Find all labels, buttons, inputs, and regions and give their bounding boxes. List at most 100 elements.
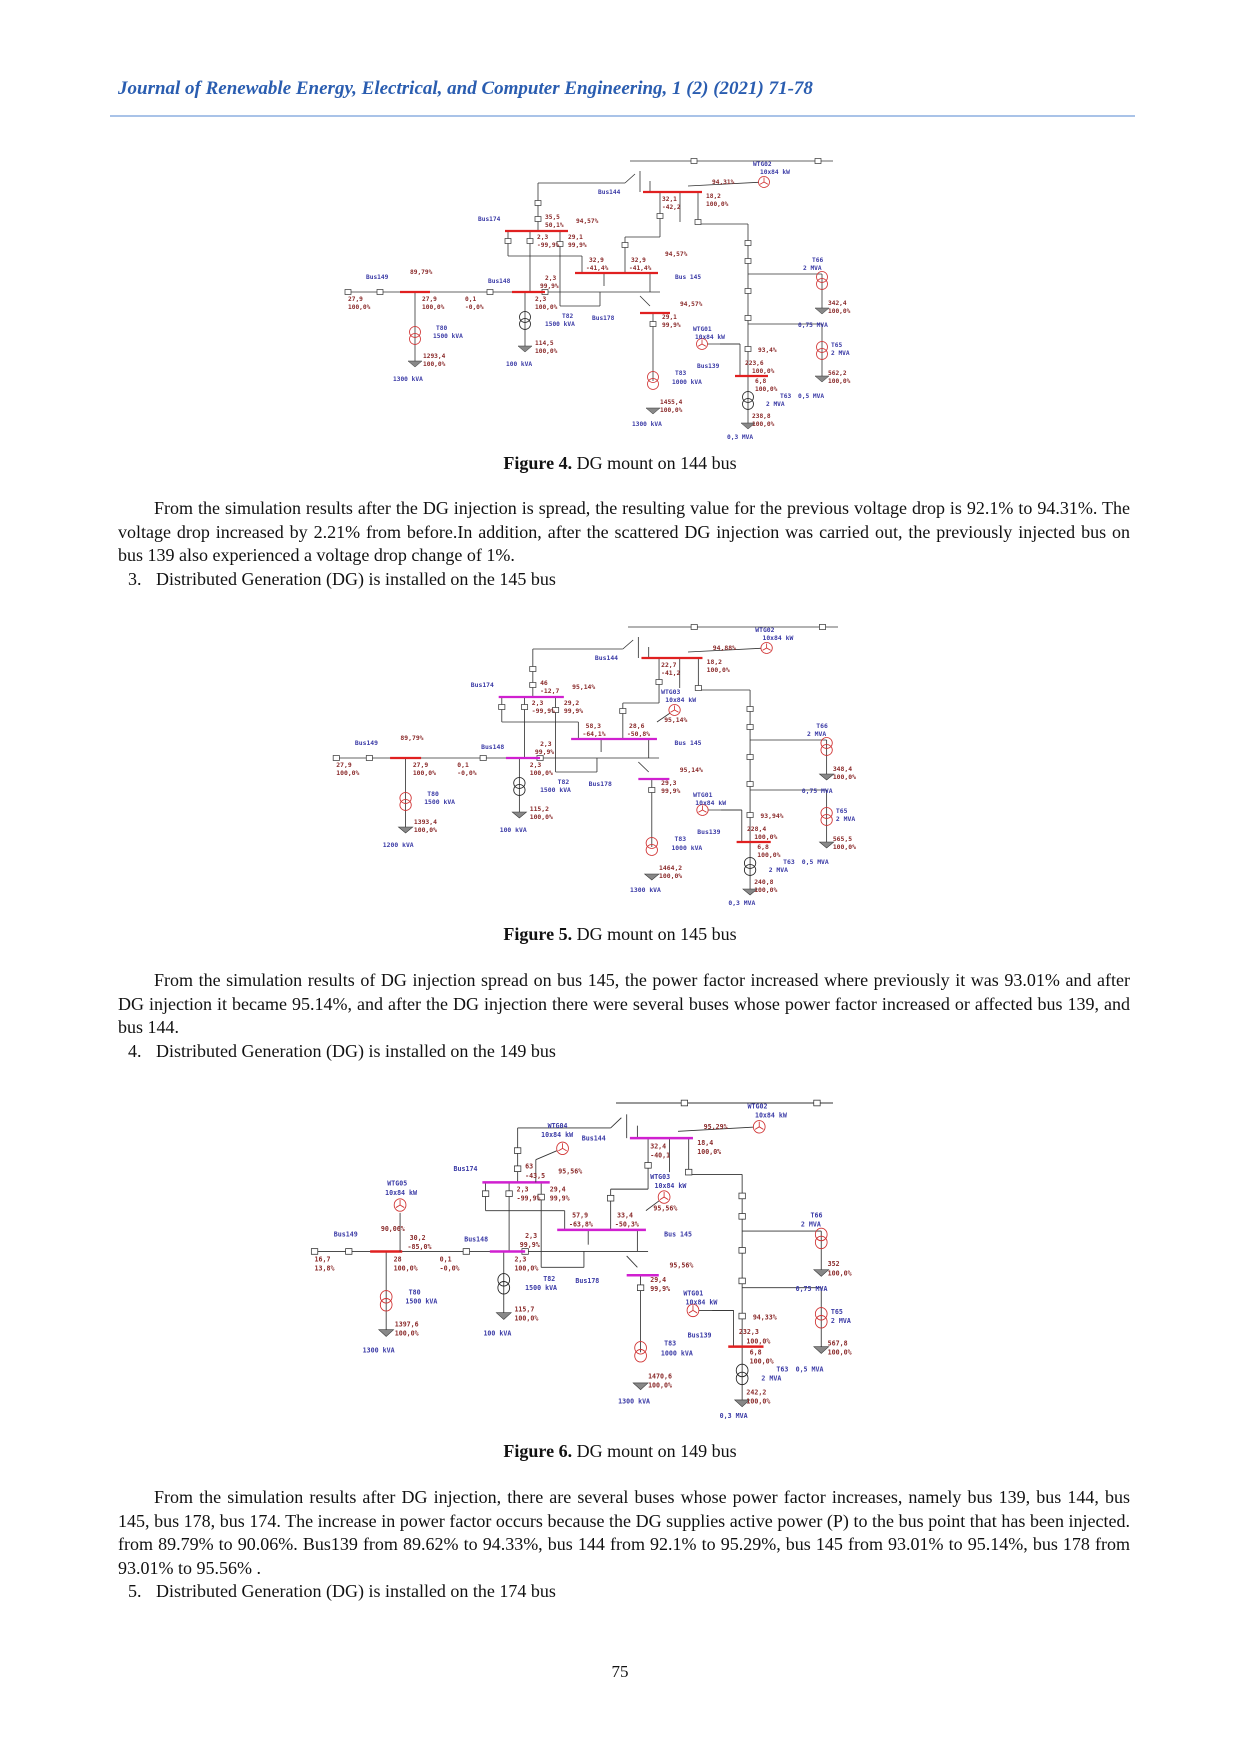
bus145-name-label: Bus 145 [675, 740, 702, 747]
bus149-name-label: Bus149 [366, 274, 389, 281]
load-ground-icon [643, 873, 660, 881]
transformer-icon [379, 1290, 393, 1304]
wtg04-name-label: WTG04 [548, 1122, 568, 1130]
b174-v1-label: 46 [540, 680, 548, 687]
turbine-blade [698, 809, 703, 813]
t65-v2-label: 100,0% [828, 1348, 853, 1356]
t63-name-label: T63 [783, 859, 795, 866]
t65-v1-label: 565,5 [833, 836, 852, 843]
b174-v6-label: 99,9% [564, 708, 583, 715]
text-block-2: From the simulation results of DG inject… [118, 969, 1130, 1063]
load-ground-icon [511, 811, 528, 819]
load-ground-icon [733, 1399, 751, 1408]
wtg05-name-label: WTG05 [387, 1180, 407, 1188]
t82-kva-label: 1500 kVA [525, 1284, 557, 1292]
paragraph-1: From the simulation results after the DG… [118, 498, 1130, 565]
b139-v4-label: 100,0% [755, 386, 778, 393]
b144-v3-label: 18,4 [697, 1139, 713, 1147]
breaker-icon [521, 704, 529, 710]
b174-v3-label: 2,3 [517, 1185, 529, 1193]
b145-v4-label: -50,8% [627, 731, 650, 738]
pf139-label: 93,94% [760, 813, 783, 820]
b139-v2-label: 100,0% [752, 368, 775, 375]
t80-name-label: T80 [436, 325, 447, 332]
t63-mva-label: 2 MVA [761, 1374, 781, 1382]
breaker-icon [526, 238, 534, 244]
b149-out1-label: 27,9 [413, 762, 429, 769]
turbine-cable [687, 181, 765, 187]
turbine-blade [697, 343, 703, 347]
transformer-icon [742, 398, 754, 410]
wtg02-kw-label: 10x84 kW [755, 1112, 788, 1120]
t83-load-label: 1300 kVA [618, 1397, 650, 1405]
b148-v3-label: 2,3 [514, 1255, 526, 1263]
load-ground-icon [377, 1329, 395, 1337]
b178-v2-label: 99,9% [661, 788, 680, 795]
t100-kva-label: 100 kVA [483, 1329, 511, 1337]
bus178-name-label: Bus178 [589, 781, 612, 788]
b148-v4-label: 100,0% [514, 1265, 539, 1273]
load-ground-icon [495, 1312, 512, 1320]
t65-name-label: T65 [831, 1308, 843, 1316]
b149-out2-label: 100,0% [422, 304, 445, 311]
turbine-blade [674, 709, 679, 713]
turbine-blade [399, 1204, 405, 1208]
breaker-icon [655, 679, 663, 685]
b174-v2-label: 50,1% [545, 222, 564, 229]
b148-v3-label: 2,3 [530, 762, 542, 769]
list-text: Distributed Generation (DG) is installed… [156, 568, 556, 589]
list-number: 4. [128, 1040, 142, 1061]
t63-name-label: T63 [776, 1365, 788, 1373]
wtg02-name-label: WTG02 [753, 161, 772, 168]
b145-v3-label: 33,4 [617, 1211, 633, 1219]
b149-out1-label: 27,9 [422, 296, 437, 303]
load-ground-icon [517, 345, 533, 353]
breaker-icon [744, 258, 752, 264]
t63-load-label: 0,3 MVA [727, 434, 753, 441]
turbine-cable [687, 647, 767, 653]
b149-out2-label: 100,0% [394, 1265, 419, 1273]
wtg01-name-label: WTG01 [683, 1289, 703, 1297]
t63-v2-label: 100,0% [752, 421, 775, 428]
load-ground-icon [818, 773, 835, 781]
caption-label: Figure 6. [503, 1441, 573, 1461]
bus174-name-label: Bus174 [471, 682, 494, 689]
transformer-icon [814, 1235, 828, 1250]
transformer-icon [519, 318, 531, 330]
breaker-icon [505, 1190, 513, 1197]
t66-v2-label: 100,0% [828, 308, 851, 315]
transformer-icon [820, 807, 833, 819]
caption-text: DG mount on 145 bus [576, 924, 737, 944]
t66-mva-label: 2 MVA [801, 1220, 821, 1228]
t83-v1-label: 1464,2 [659, 865, 682, 872]
t83-kva-label: 1000 kVA [671, 845, 702, 852]
caption-text: DG mount on 144 bus [576, 453, 737, 473]
b-link2-label: -0,0% [440, 1265, 461, 1273]
t83-v1-label: 1455,4 [660, 399, 683, 406]
transformer-icon [645, 837, 658, 849]
transformer-icon [820, 814, 833, 826]
t80-v2-label: 100,0% [423, 361, 446, 368]
t83-v2-label: 100,0% [659, 873, 682, 880]
t66-load-label: 0,75 MVA [802, 788, 833, 795]
breaker-icon [746, 781, 754, 787]
transformer-icon [399, 799, 412, 811]
breaker-icon [365, 755, 373, 761]
transformer-icon [814, 1315, 828, 1329]
b174-v5-label: 29,2 [564, 700, 580, 707]
t66-load-label: 0,75 MVA [798, 322, 828, 329]
t63-mva-label: 2 MVA [769, 867, 788, 874]
breaker-icon [680, 1099, 688, 1107]
breaker-icon [746, 706, 754, 712]
t80-load-label: 1300 kVA [363, 1346, 395, 1354]
t80-kva-label: 1500 kVA [433, 333, 463, 340]
transformer-icon [497, 1281, 511, 1295]
b145-v4-label: -41,4% [629, 265, 652, 272]
single-line-diagram: Bus14494,31%32,1-42,218,2100,0%WTG0210x8… [344, 158, 851, 441]
b139-v1-label: 232,3 [739, 1328, 759, 1336]
paragraph-2: From the simulation results of DG inject… [118, 970, 1130, 1037]
transformer-icon [409, 326, 421, 338]
wtg01-kw-label: 10x84 kW [695, 334, 725, 341]
breaker-icon [514, 1147, 522, 1154]
b144-v1-label: 32,4 [650, 1142, 666, 1150]
